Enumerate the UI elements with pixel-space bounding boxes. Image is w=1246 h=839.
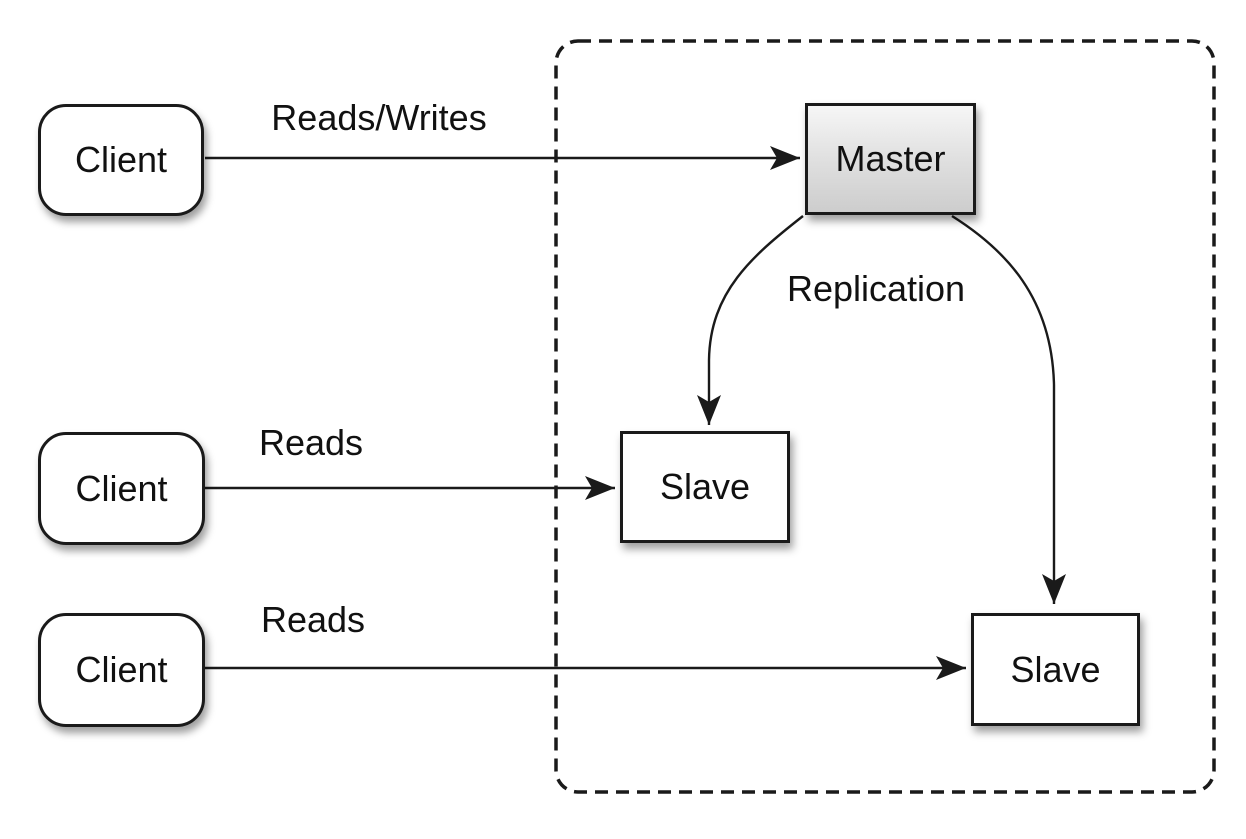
node-master: Master <box>805 103 976 215</box>
edge-label-replication: Replication <box>786 268 966 309</box>
node-slave-1-label: Slave <box>659 466 751 507</box>
node-client-3: Client <box>38 613 205 727</box>
node-slave-2-label: Slave <box>1010 648 1101 690</box>
node-client-2-label: Client <box>75 467 168 509</box>
edge-label-reads-1: Reads <box>258 422 364 463</box>
node-client-3-label: Client <box>75 649 168 690</box>
edge-label-reads-writes: Reads/Writes <box>271 97 487 138</box>
node-slave-2: Slave <box>971 613 1140 726</box>
edge-label-reads-2: Reads <box>260 599 366 640</box>
node-client-1: Client <box>38 104 204 216</box>
replication-boundary <box>554 39 1216 794</box>
node-client-2: Client <box>38 432 205 545</box>
node-master-label: Master <box>835 138 946 179</box>
arrow-master-to-slave1 <box>697 215 804 425</box>
node-slave-1: Slave <box>620 431 790 543</box>
node-client-1-label: Client <box>74 139 168 180</box>
arrow-master-to-slave2 <box>951 214 1066 604</box>
